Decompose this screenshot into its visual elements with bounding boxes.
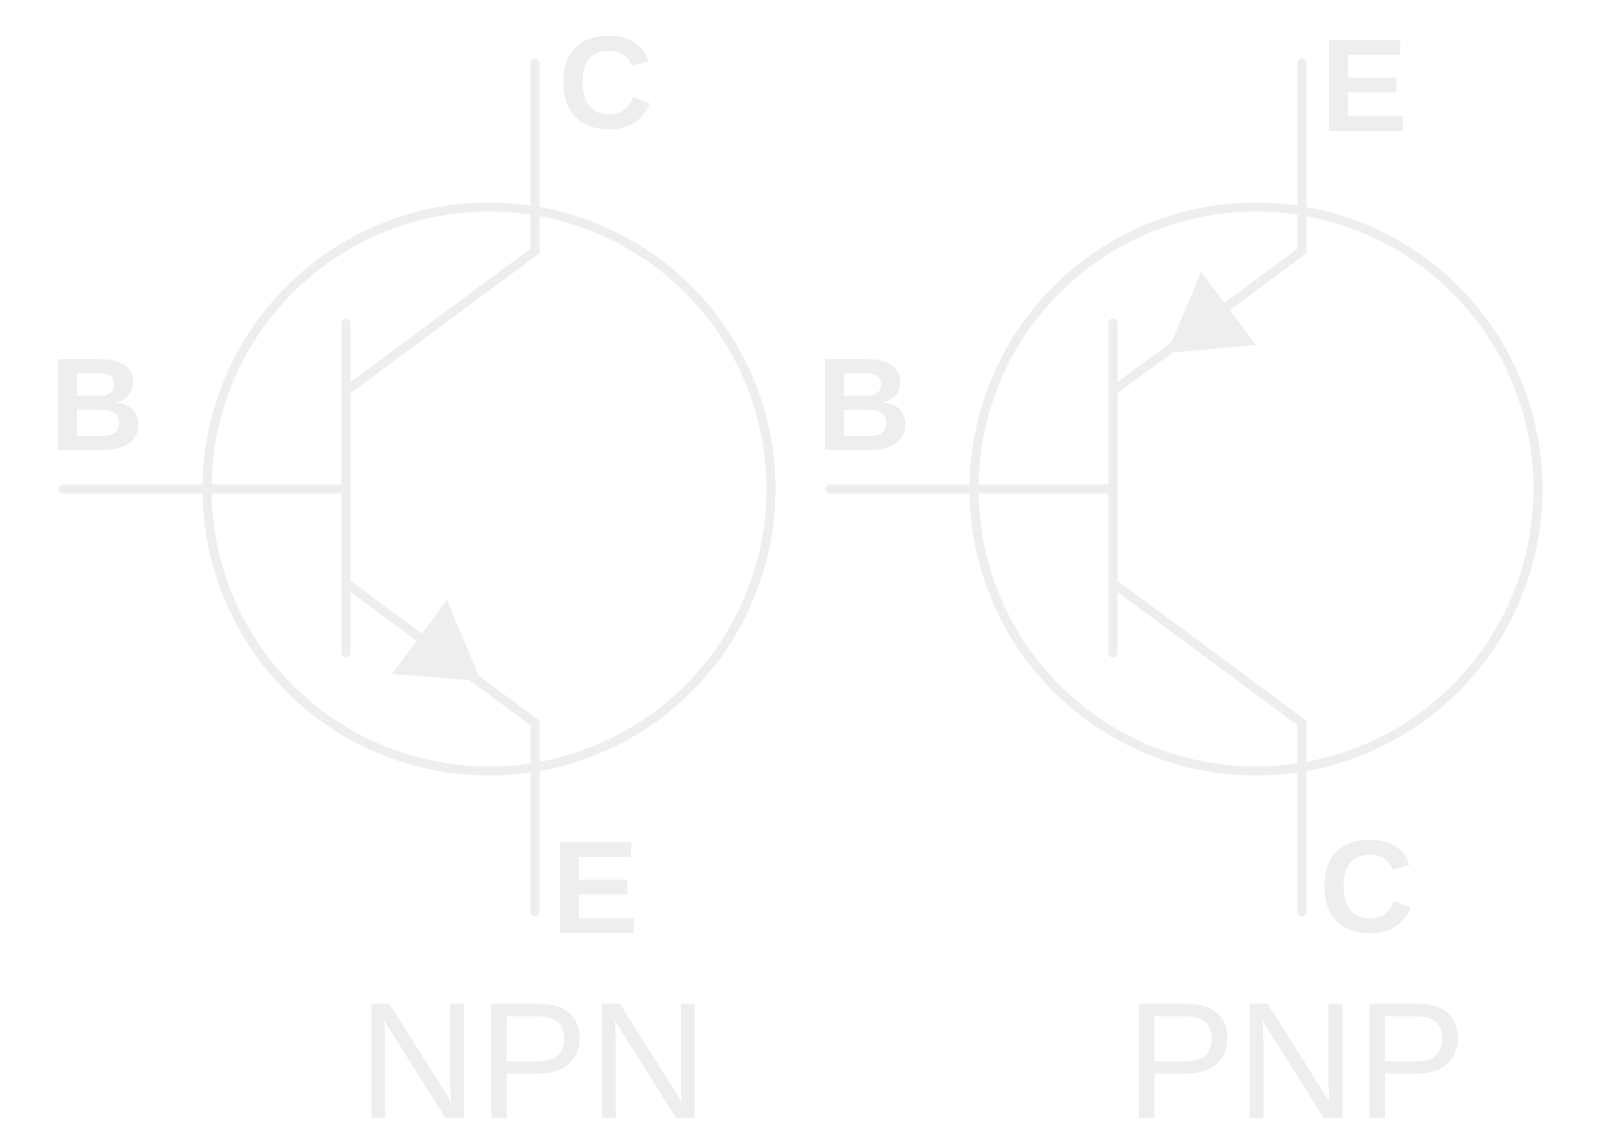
pnp-caption: PNP xyxy=(1125,969,1466,1129)
pnp-base-label: B xyxy=(816,331,911,478)
pnp-collector-lead xyxy=(1108,578,1307,917)
npn-collector-label: C xyxy=(558,9,653,156)
pnp-collector-label: C xyxy=(1319,813,1414,960)
npn-emitter-arrow xyxy=(392,600,481,681)
npn-emitter-label: E xyxy=(551,814,639,961)
npn-transistor-symbol: C B E NPN xyxy=(49,9,776,1129)
npn-caption: NPN xyxy=(358,969,708,1129)
npn-base-label: B xyxy=(49,331,144,478)
npn-collector-lead xyxy=(341,58,540,396)
pnp-emitter-label: E xyxy=(1320,12,1408,159)
pnp-transistor-symbol: E B C PNP xyxy=(816,12,1543,1129)
pnp-emitter-arrow xyxy=(1167,272,1256,353)
npn-emitter-lead xyxy=(341,578,540,917)
